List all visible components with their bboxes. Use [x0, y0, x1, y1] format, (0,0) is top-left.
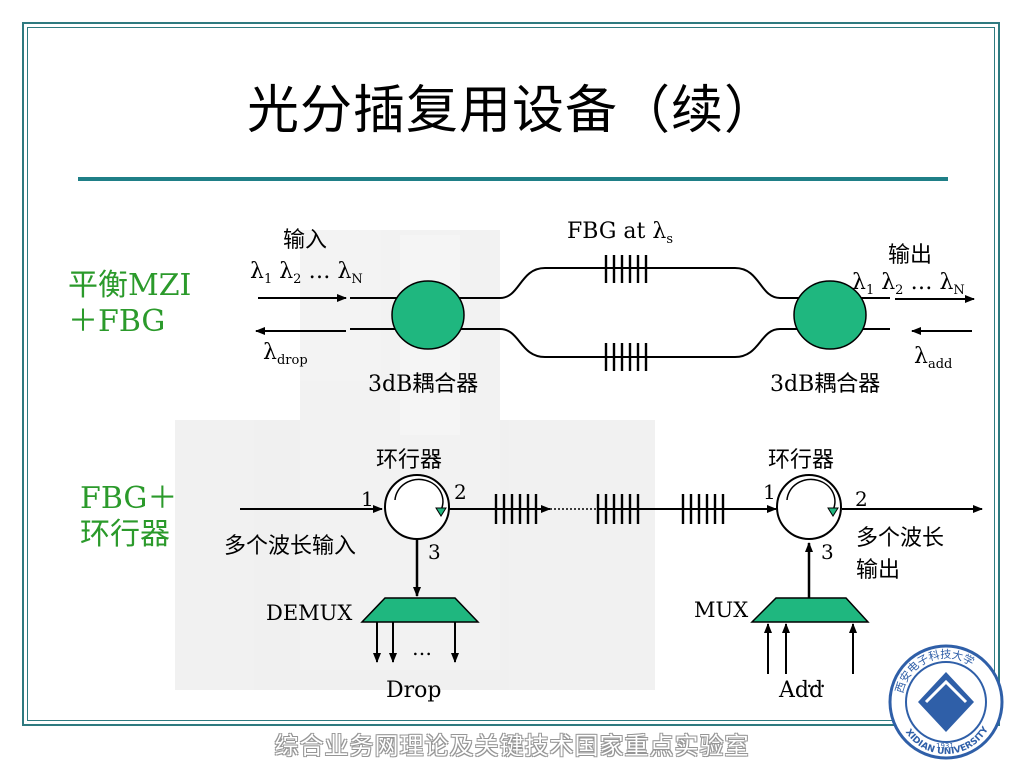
mzi-output-lambda-list: λ1 λ2 … λN: [852, 270, 965, 298]
right-port2-label: 2: [855, 487, 868, 511]
mzi-lower-fbg-grating: [604, 343, 648, 371]
mzi-side-label-line1: 平衡MZI: [68, 268, 192, 303]
left-circulator-label: 环行器: [376, 448, 442, 473]
circulator-side-label: FBG＋ 环行器: [80, 481, 177, 553]
demux-label: DEMUX: [266, 601, 352, 625]
university-logo: 西安电子科技大学 XIDIAN UNIVERSITY 1931: [888, 644, 1004, 760]
left-coupler-label: 3dB耦合器: [368, 372, 478, 397]
mux-block: [750, 597, 870, 623]
add-label: Add: [778, 678, 823, 703]
demux-drop-arrows: [373, 622, 459, 663]
left-circulator-arrow-tip-icon: [435, 507, 447, 517]
mzi-output-label: 输出: [888, 243, 932, 268]
mzi-right-coupler: [793, 280, 867, 350]
multi-wavelength-output-label-line2: 输出: [856, 558, 900, 583]
left-port2-label: 2: [454, 480, 467, 504]
slide-frame-outer: [22, 22, 1000, 726]
right-circulator-label: 环行器: [768, 448, 834, 473]
multi-wavelength-input-label: 多个波长输入: [224, 534, 356, 559]
footer-lab-name: 综合业务网理论及关键技术国家重点实验室: [274, 732, 750, 760]
fiber-grating-3: [681, 494, 725, 524]
circulator-side-label-line1: FBG＋: [80, 481, 178, 516]
right-port1-label: 1: [763, 480, 776, 504]
drop-wavelength-label: λdrop: [263, 340, 308, 368]
multi-wavelength-output-label-line1: 多个波长: [856, 526, 944, 551]
left-port3-label: 3: [428, 540, 441, 564]
left-circulator-rotation-icon: [394, 478, 444, 513]
mzi-lower-waveguide: [350, 328, 890, 358]
mux-label: MUX: [694, 598, 748, 622]
fiber-grating-2: [596, 494, 640, 524]
mzi-upper-waveguide: [350, 267, 890, 299]
right-circulator: [776, 474, 842, 540]
slide-frame-inner: [27, 27, 995, 721]
mzi-left-coupler: [391, 280, 465, 350]
demux-block: [360, 597, 480, 623]
mzi-input-label: 输入: [283, 228, 327, 253]
title-underline: [78, 177, 948, 181]
drop-label: Drop: [386, 678, 441, 703]
left-port1-label: 1: [361, 487, 374, 511]
slide-title: 光分插复用设备（续）: [246, 81, 777, 141]
drop-ellipsis: …: [412, 636, 432, 660]
logo-emblem-icon: [918, 672, 974, 732]
mzi-side-label-line2: ＋FBG: [68, 304, 166, 339]
mzi-upper-fbg-grating: [604, 255, 648, 283]
add-ellipsis: …: [806, 668, 826, 692]
fiber-grating-1: [494, 494, 538, 524]
mzi-input-lambda-list: λ1 λ2 … λN: [250, 259, 363, 287]
right-circulator-rotation-icon: [786, 478, 836, 513]
mux-add-arrows: [764, 623, 857, 674]
mzi-fbg-diagram: 输入 λ1 λ2 … λN FBG at λs 输出 λ1 λ2 … λN λd…: [250, 219, 975, 397]
left-circulator: [384, 474, 450, 540]
right-circulator-arrow-tip-icon: [827, 507, 839, 517]
right-coupler-label: 3dB耦合器: [770, 372, 880, 397]
circulator-side-label-line2: 环行器: [80, 517, 170, 552]
mzi-side-label: 平衡MZI ＋FBG: [68, 268, 191, 340]
logo-emblem-chevron-icon: [924, 679, 968, 704]
right-port3-label: 3: [821, 540, 834, 564]
add-wavelength-label: λadd: [914, 344, 952, 372]
fbg-circulator-diagram: 环行器 环行器 1 2 3 1 2 3 多个波长输入 多个波长 输出 DEMUX…: [224, 448, 983, 703]
logo-year: 1931: [936, 742, 954, 750]
fbg-wavelength-label: FBG at λs: [567, 219, 673, 247]
